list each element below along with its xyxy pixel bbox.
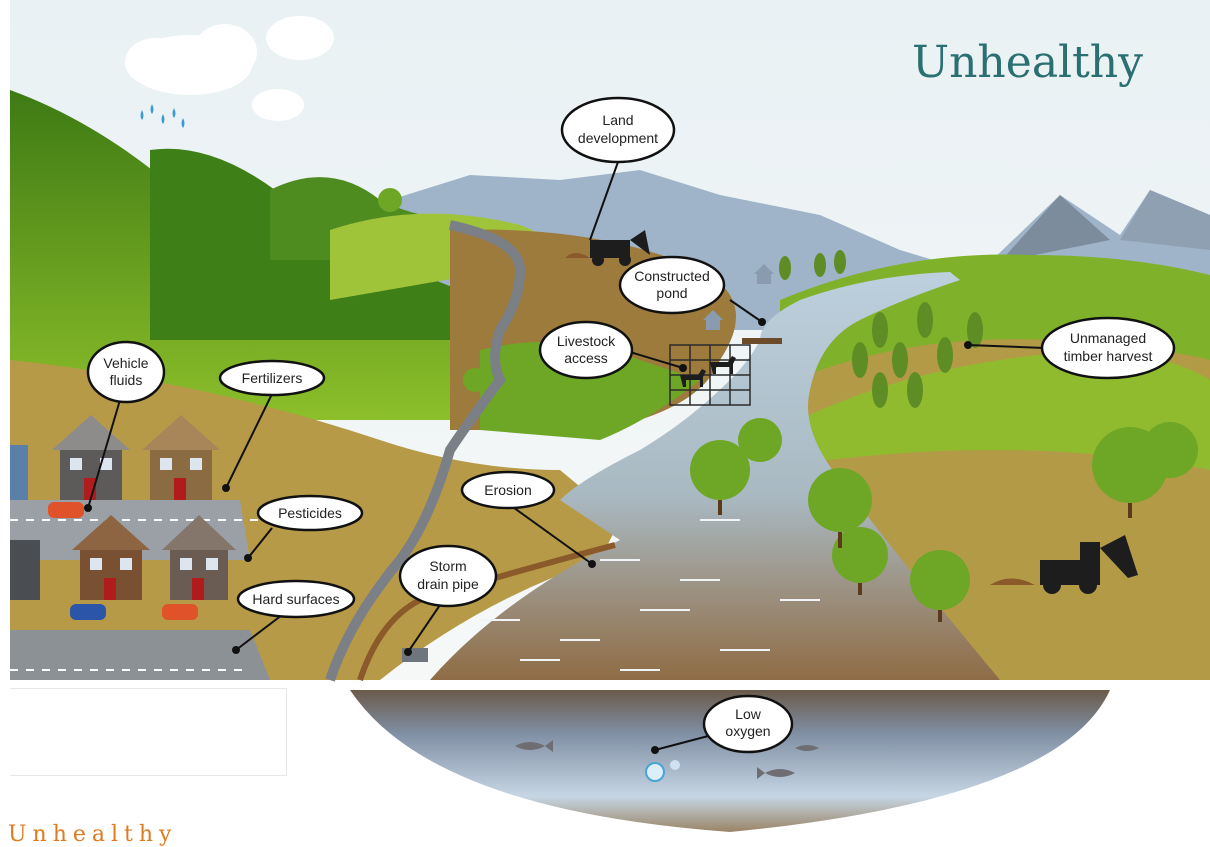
house-icon [10, 445, 40, 600]
fish-icon [515, 740, 819, 779]
car-icon [70, 604, 106, 620]
svg-text:Unmanaged: Unmanaged [1070, 330, 1146, 346]
svg-text:Pesticides: Pesticides [278, 505, 342, 521]
svg-text:timber harvest: timber harvest [1064, 348, 1153, 364]
house-icon [72, 515, 150, 600]
svg-text:Vehicle: Vehicle [103, 355, 148, 371]
callout-pesticides: Pesticides [244, 494, 364, 562]
pond-dam [742, 338, 782, 344]
svg-text:fluids: fluids [110, 372, 143, 388]
callout-low-oxygen: Low oxygen [651, 694, 794, 754]
svg-text:Land: Land [602, 112, 633, 128]
svg-text:Storm: Storm [429, 558, 466, 574]
callout-hard-surfaces: Hard surfaces [232, 579, 356, 654]
svg-text:Erosion: Erosion [484, 482, 531, 498]
svg-text:access: access [564, 350, 608, 366]
house-icon [162, 515, 236, 600]
callout-land-development: Land development [560, 96, 676, 241]
house-icon [142, 415, 220, 500]
svg-text:oxygen: oxygen [725, 723, 770, 739]
callout-erosion: Erosion [460, 470, 596, 568]
svg-text:development: development [578, 130, 658, 146]
small-house-icon [703, 264, 774, 330]
car-icon [48, 502, 84, 518]
bulldozer-icon [565, 230, 650, 266]
horse-icon [680, 356, 736, 387]
svg-text:pond: pond [656, 285, 687, 301]
svg-text:Constructed: Constructed [634, 268, 709, 284]
blank-panel [10, 688, 287, 776]
callout-constructed-pond: Constructed pond [618, 255, 766, 326]
callout-livestock-access: Livestock access [538, 320, 687, 380]
bottom-caption: Unhealthy [8, 822, 178, 847]
lake-cross-section [350, 690, 1110, 832]
rain-cloud-icon [125, 16, 334, 128]
scene-title: Unhealthy [912, 37, 1143, 88]
tree-icon [378, 188, 1198, 610]
callout-vehicle-fluids: Vehicle fluids [84, 340, 166, 512]
car-icon [162, 604, 198, 620]
excavator-icon [990, 535, 1138, 594]
callout-unmanaged-timber: Unmanaged timber harvest [964, 316, 1176, 380]
house-icon [52, 415, 130, 500]
svg-text:Livestock: Livestock [557, 333, 616, 349]
oxygen-bubble-icon [645, 762, 665, 782]
svg-text:Fertilizers: Fertilizers [242, 370, 303, 386]
tree-trunks [718, 500, 1132, 622]
timber-stand [779, 250, 983, 408]
svg-text:Hard surfaces: Hard surfaces [252, 591, 339, 607]
svg-text:drain pipe: drain pipe [417, 576, 479, 592]
callout-fertilizers: Fertilizers [218, 359, 326, 492]
water-ripples [480, 519, 820, 671]
winding-road [325, 220, 526, 682]
svg-text:Low: Low [735, 706, 762, 722]
callout-storm-drain: Storm drain pipe [398, 544, 498, 656]
